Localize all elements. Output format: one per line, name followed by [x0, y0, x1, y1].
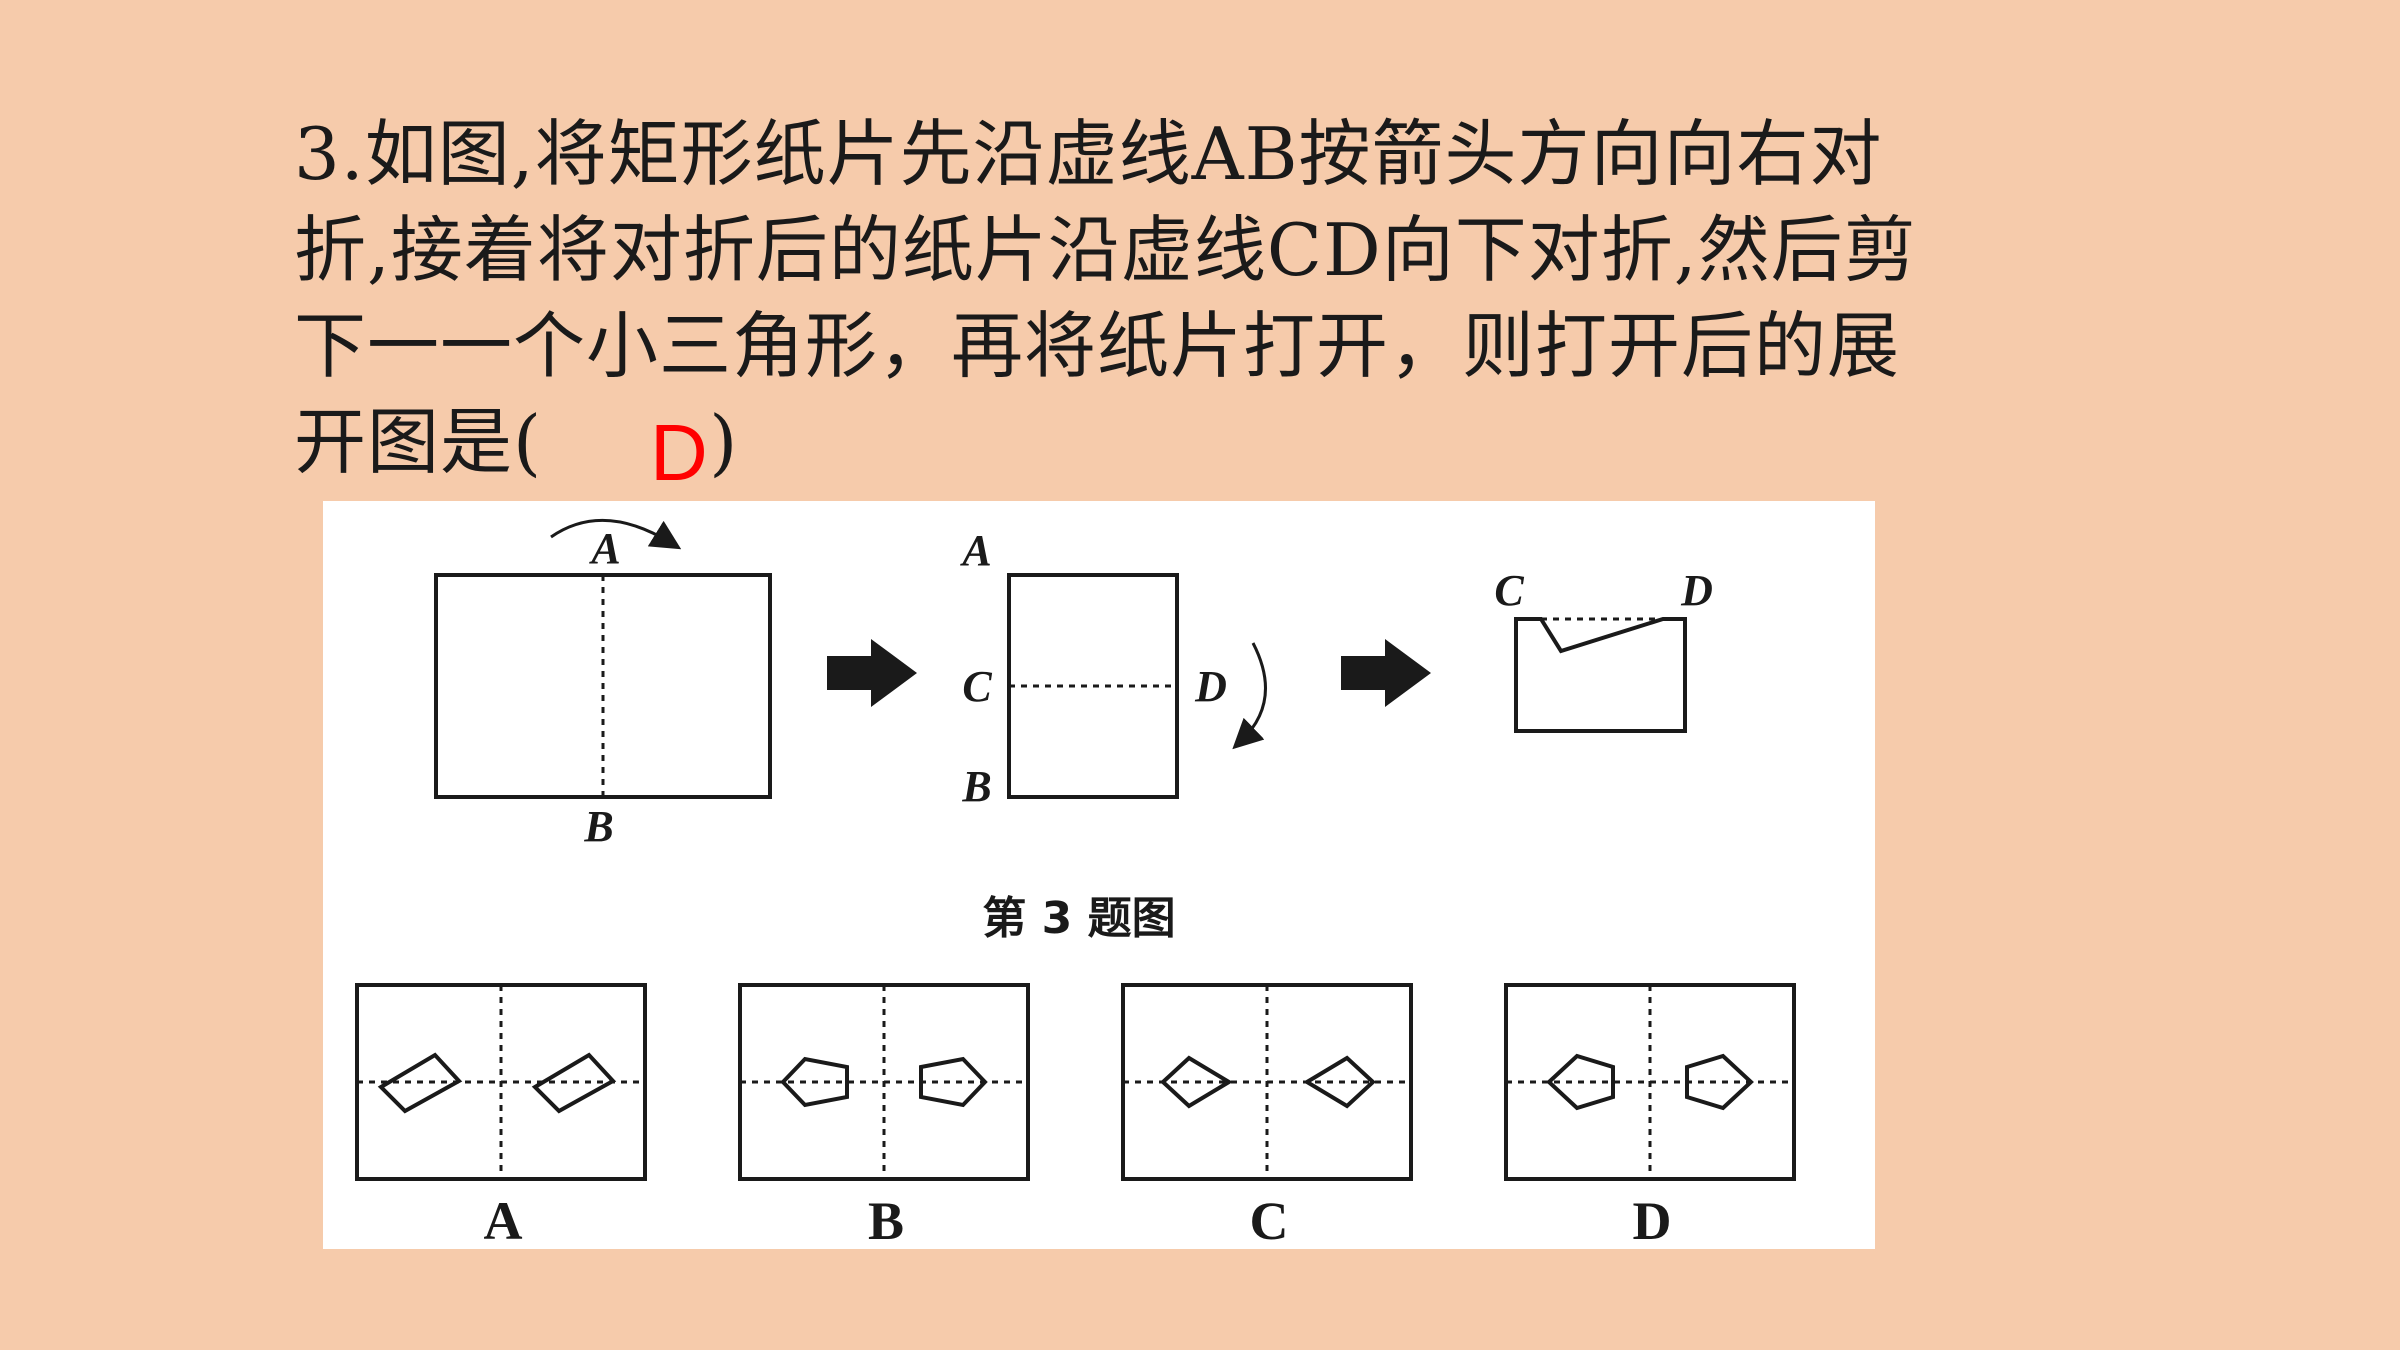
step-arrow-icon: [827, 639, 917, 707]
label-a1: A: [588, 524, 620, 573]
step1-rectangle: A B: [434, 519, 772, 851]
label-b1: B: [583, 802, 613, 851]
figure-svg: A B A C D B C D: [355, 519, 1796, 1249]
option-a-label: A: [484, 1191, 523, 1249]
option-a: A: [355, 983, 647, 1249]
question-line-2: 折,接着将对折后的纸片沿虚线CD向下对折,然后剪: [294, 208, 1917, 292]
question-text: 3.如图,将矩形纸片先沿虚线AB按箭头方向向右对 折,接着将对折后的纸片沿虚线C…: [294, 106, 2094, 490]
fold-down-arrow-icon: [1232, 642, 1267, 750]
label-c3: C: [1494, 566, 1524, 615]
label-a2: A: [959, 526, 991, 575]
option-c-label: C: [1250, 1191, 1289, 1249]
question-line-3: 下一一个小三角形，再将纸片打开，则打开后的展: [294, 304, 1901, 388]
step2-rectangle: A C D B: [959, 526, 1267, 811]
question-line-1: 3.如图,将矩形纸片先沿虚线AB按箭头方向向右对: [294, 112, 1883, 196]
option-c: C: [1121, 983, 1413, 1249]
fold-right-arrow-icon: [550, 519, 682, 550]
step-arrow-icon: [1341, 639, 1431, 707]
label-b2: B: [961, 762, 991, 811]
option-d: D: [1504, 983, 1796, 1249]
label-d2: D: [1194, 662, 1227, 711]
option-d-label: D: [1633, 1191, 1672, 1249]
option-b: B: [738, 983, 1030, 1249]
answer-mark: D: [650, 408, 708, 497]
question-line-4: 开图是( ): [294, 400, 739, 484]
label-d3: D: [1680, 566, 1713, 615]
figure-caption: 第 3 题图: [982, 893, 1175, 944]
problem-figure: A B A C D B C D: [323, 501, 1875, 1249]
option-b-label: B: [868, 1191, 904, 1249]
label-c2: C: [962, 662, 992, 711]
step3-cut-shape: C D: [1494, 566, 1713, 733]
